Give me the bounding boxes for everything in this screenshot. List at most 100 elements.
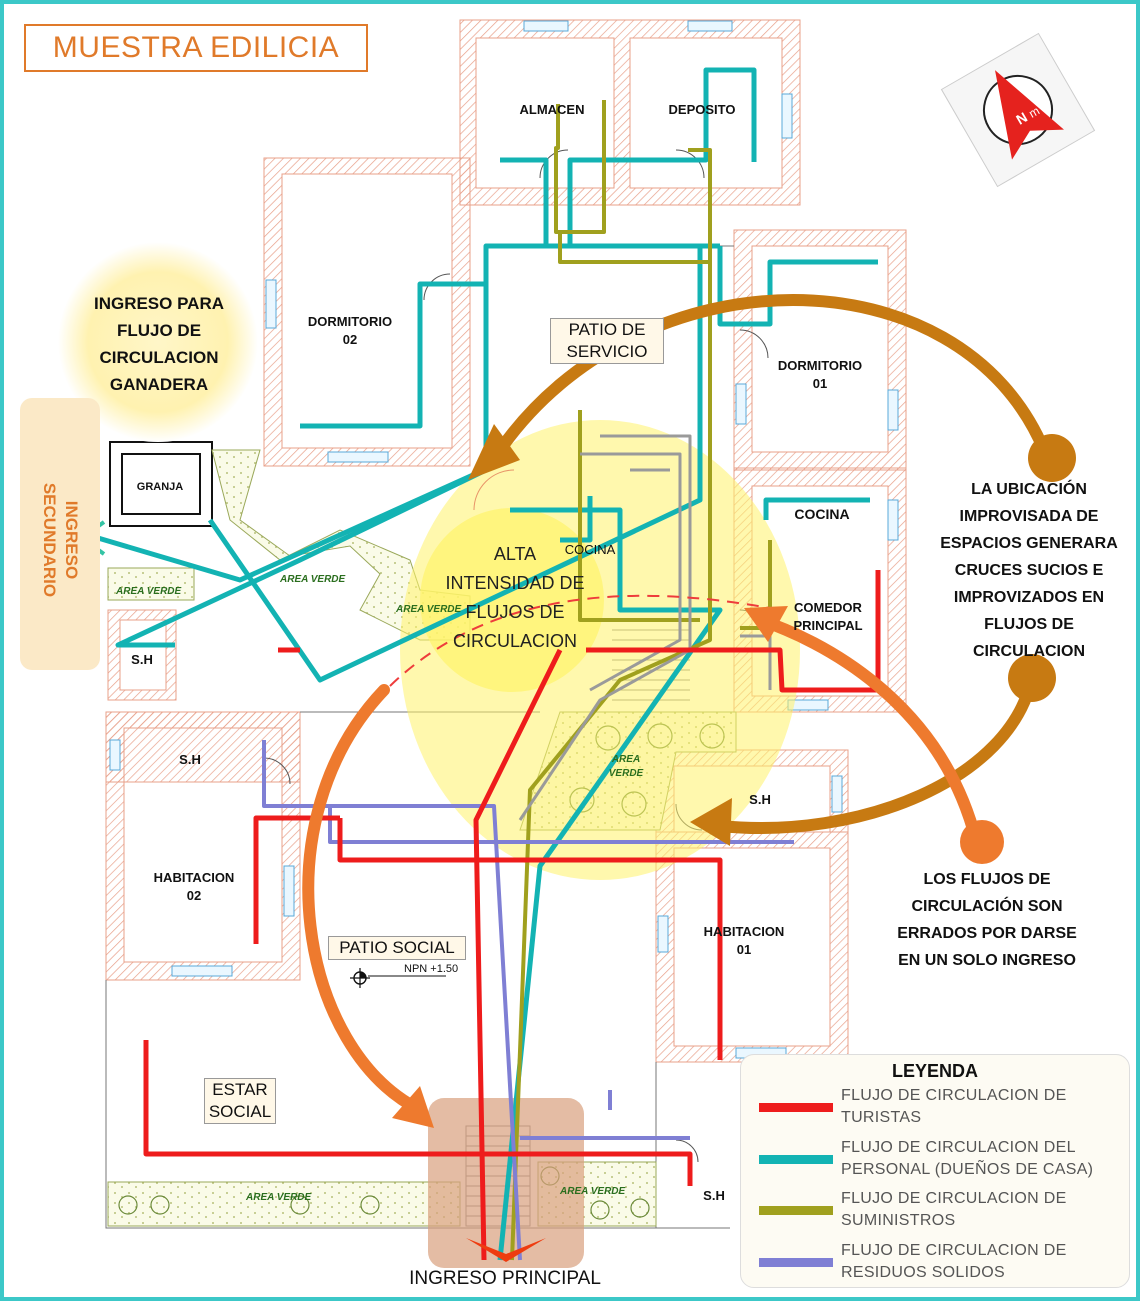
label-habitacion02-a: HABITACION bbox=[154, 870, 235, 885]
legend-residuos-line-1: FLUJO DE CIRCULACION DE bbox=[841, 1242, 1067, 1259]
room-labels: ALMACEN DEPOSITO DORMITORIO 02 DORMITORI… bbox=[131, 102, 862, 1203]
ingreso-ganadera-bubble bbox=[58, 242, 258, 442]
patio-social-text: PATIO SOCIAL bbox=[339, 938, 455, 957]
legend-label-suministros: FLUJO DE CIRCULACION DE SUMINISTROS bbox=[841, 1188, 1067, 1232]
estar-social-line-2: SOCIAL bbox=[208, 1102, 272, 1121]
flow-residuos bbox=[262, 740, 794, 1261]
level-marker-icon bbox=[350, 968, 446, 988]
green-area-labels: AREA VERDE AREA VERDE AREA VERDE AREA VE… bbox=[115, 574, 644, 1203]
label-comedor-b: PRINCIPAL bbox=[793, 618, 862, 633]
alta-intensidad-glow bbox=[420, 508, 604, 692]
label-sh-1: S.H bbox=[179, 752, 201, 767]
legend-title: LEYENDA bbox=[891, 1061, 978, 1081]
ingreso-secundario-label: INGRESO SECUNDARIO bbox=[20, 398, 100, 670]
flujos-errados-line-2: CIRCULACIÓN SON bbox=[911, 898, 1063, 915]
flujos-errados-line-1: LOS FLUJOS DE bbox=[923, 871, 1051, 888]
label-sh-4: S.H bbox=[703, 1188, 725, 1203]
ingreso-ganadera-line-2: FLUJO DE bbox=[116, 321, 202, 340]
granja-block bbox=[109, 441, 213, 527]
ingreso-principal-arrow bbox=[466, 1238, 546, 1262]
ingreso-secundario-line-2: SECUNDARIO bbox=[40, 482, 59, 598]
legend-label-personal: FLUJO DE CIRCULACION DEL PERSONAL (DUEÑO… bbox=[841, 1137, 1093, 1181]
flow-personal bbox=[97, 67, 878, 1261]
legend-personal-line-1: FLUJO DE CIRCULACION DEL bbox=[841, 1139, 1076, 1156]
legend-item-turistas: FLUJO DE CIRCULACION DE TURISTAS bbox=[755, 1085, 1125, 1133]
estar-social-label: ESTAR SOCIAL bbox=[204, 1078, 276, 1124]
flujos-errados-line-3: ERRADOS POR DARSE bbox=[897, 925, 1077, 942]
patio-servicio-label: PATIO DE SERVICIO bbox=[550, 318, 664, 364]
alta-intensidad-line-4: CIRCULACION bbox=[452, 631, 577, 651]
ubicacion-line-1: LA UBICACIÓN bbox=[971, 481, 1087, 498]
legend-item-residuos: FLUJO DE CIRCULACION DE RESIDUOS SOLIDOS bbox=[755, 1240, 1125, 1288]
patio-servicio-line-1: PATIO DE bbox=[568, 320, 646, 339]
annotation-arrows bbox=[494, 294, 1050, 835]
flujos-errados-line-4: EN UN SOLO INGRESO bbox=[898, 952, 1076, 969]
ubicacion-line-4: CRUCES SUCIOS E bbox=[954, 562, 1104, 579]
legend-residuos-line-2: RESIDUOS SOLIDOS bbox=[841, 1264, 1005, 1281]
legend-swatch-suministros bbox=[759, 1206, 833, 1215]
label-area-verde-6: AREA VERDE bbox=[559, 1186, 626, 1197]
ingreso-principal-label: INGRESO PRINCIPAL bbox=[409, 1268, 601, 1289]
estar-social-line-1: ESTAR bbox=[212, 1080, 268, 1099]
annotation-arrowheads bbox=[468, 424, 732, 846]
legend-label-turistas: FLUJO DE CIRCULACION DE TURISTAS bbox=[841, 1085, 1067, 1129]
legend-personal-line-2: PERSONAL (DUEÑOS DE CASA) bbox=[841, 1161, 1094, 1178]
ubicacion-line-7: CIRCULACION bbox=[973, 643, 1085, 660]
callout-dot-3 bbox=[960, 820, 1004, 864]
legend-turistas-line-1: FLUJO DE CIRCULACION DE bbox=[841, 1087, 1067, 1104]
legend-turistas-line-2: TURISTAS bbox=[841, 1109, 922, 1126]
annotation-arrows-orange bbox=[302, 614, 982, 1116]
label-area-verde-1: AREA VERDE bbox=[279, 574, 346, 585]
alta-intensidad-line-1: ALTA bbox=[493, 544, 537, 564]
label-dormitorio01-a: DORMITORIO bbox=[778, 358, 862, 373]
annotation-arrowheads-orange bbox=[392, 606, 788, 1128]
legend-label-residuos: FLUJO DE CIRCULACION DE RESIDUOS SOLIDOS bbox=[841, 1240, 1067, 1284]
ubicacion-line-2: IMPROVISADA DE bbox=[959, 508, 1099, 525]
ubicacion-line-3: ESPACIOS GENERARA bbox=[940, 535, 1118, 552]
north-arrow-icon: N m bbox=[940, 32, 1096, 188]
ingreso-ganadera-label: INGRESO PARA FLUJO DE CIRCULACION GANADE… bbox=[68, 290, 250, 398]
label-dormitorio01-b: 01 bbox=[813, 376, 827, 391]
alta-intensidad-line-3: FLUJOS DE bbox=[465, 602, 565, 622]
label-area-verde-4a: AREA bbox=[611, 754, 640, 765]
ubicacion-line-5: IMPROVIZADOS EN bbox=[953, 589, 1105, 606]
flow-turistas bbox=[143, 570, 881, 1261]
ingreso-ganadera-line-4: GANADERA bbox=[109, 375, 209, 394]
ingreso-ganadera-line-1: INGRESO PARA bbox=[93, 294, 225, 313]
windows bbox=[109, 20, 899, 1059]
patio-servicio-line-2: SERVICIO bbox=[566, 342, 648, 361]
dashed-cross-arc bbox=[389, 594, 781, 687]
alta-intensidad-line-2: INTENSIDAD DE bbox=[445, 573, 585, 593]
label-sh-3: S.H bbox=[131, 652, 153, 667]
label-habitacion01-b: 01 bbox=[737, 942, 751, 957]
label-cocina-b: COCINA bbox=[794, 506, 849, 522]
alta-intensidad-label: ALTA INTENSIDAD DE FLUJOS DE CIRCULACION bbox=[420, 540, 610, 656]
label-dormitorio02-b: 02 bbox=[343, 332, 357, 347]
legend-swatch-personal bbox=[759, 1155, 833, 1164]
label-sh-2: S.H bbox=[749, 792, 771, 807]
legend-suministros-line-1: FLUJO DE CIRCULACION DE bbox=[841, 1190, 1067, 1207]
label-granja: GRANJA bbox=[137, 481, 184, 493]
legend-item-personal: FLUJO DE CIRCULACION DEL PERSONAL (DUEÑO… bbox=[755, 1137, 1125, 1185]
label-dormitorio02-a: DORMITORIO bbox=[308, 314, 392, 329]
patio-social-label: PATIO SOCIAL bbox=[328, 936, 466, 960]
label-habitacion01-a: HABITACION bbox=[704, 924, 785, 939]
label-almacen: ALMACEN bbox=[520, 102, 585, 117]
legend-item-suministros: FLUJO DE CIRCULACION DE SUMINISTROS bbox=[755, 1188, 1125, 1236]
callout-dot-1 bbox=[1028, 434, 1076, 482]
legend-swatch-residuos bbox=[759, 1258, 833, 1267]
legend-swatch-turistas bbox=[759, 1103, 833, 1112]
label-habitacion02-b: 02 bbox=[187, 888, 201, 903]
ubicacion-line-6: FLUJOS DE bbox=[984, 616, 1074, 633]
label-npn: NPN +1.50 bbox=[404, 963, 458, 975]
ingreso-secundario-line-1: INGRESO bbox=[62, 500, 81, 580]
label-area-verde-2: AREA VERDE bbox=[115, 586, 182, 597]
label-area-verde-5: AREA VERDE bbox=[245, 1192, 312, 1203]
legend-suministros-line-2: SUMINISTROS bbox=[841, 1212, 956, 1229]
label-area-verde-3: AREA VERDE bbox=[395, 604, 462, 615]
ingreso-ganadera-line-3: CIRCULACION bbox=[99, 348, 219, 367]
label-comedor-a: COMEDOR bbox=[794, 600, 863, 615]
page-title: MUESTRA EDILICIA bbox=[24, 24, 368, 72]
